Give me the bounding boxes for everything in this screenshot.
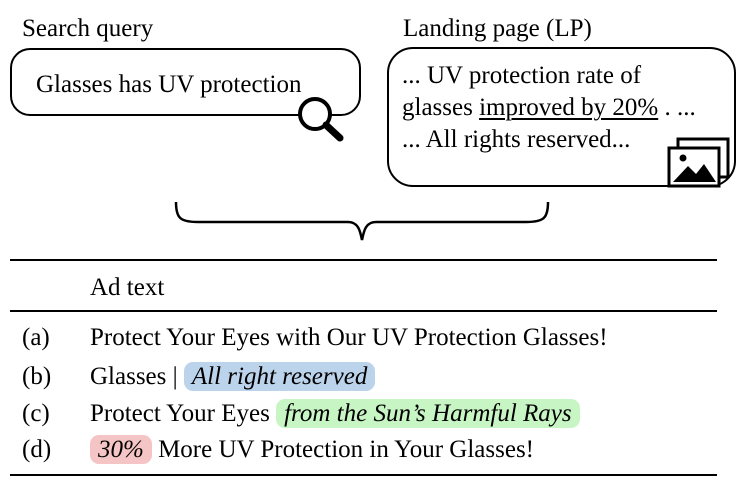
magnifier-icon — [298, 97, 344, 142]
table-header: Ad text — [90, 274, 165, 301]
table-top-rule — [10, 259, 717, 261]
landing-line-2: glasses improved by 20% . ... — [402, 95, 696, 120]
row-ad-text: 30% More UV Protection in Your Glasses! — [90, 435, 534, 464]
landing-page-title: Landing page (LP) — [403, 15, 592, 42]
search-query-title: Search query — [22, 15, 154, 42]
search-query-text: Glasses has UV protection — [36, 71, 302, 98]
merge-brace — [174, 201, 550, 241]
highlight-new-content: from the Sun’s Harmful Rays — [276, 399, 580, 428]
landing-line-3: ... All rights reserved... — [402, 126, 631, 153]
search-query-box — [10, 48, 361, 116]
highlight-wrong-number: 30% — [90, 435, 152, 464]
row-ad-text: Glasses | All right reserved — [90, 362, 376, 391]
landing-line-2-suffix: . ... — [664, 94, 696, 121]
table-bottom-rule — [10, 474, 717, 476]
row-label: (b) — [22, 363, 52, 390]
row-ad-text: Protect Your Eyes from the Sun’s Harmful… — [90, 399, 580, 428]
landing-line-2-prefix: glasses — [402, 94, 480, 121]
landing-underlined-claim: improved by 20% — [479, 94, 659, 121]
image-gallery-icon — [667, 137, 730, 188]
table-header-rule — [10, 310, 717, 312]
landing-line-1: ... UV protection rate of — [402, 62, 642, 89]
row-label: (d) — [22, 436, 52, 463]
row-label: (a) — [22, 324, 50, 351]
row-label: (c) — [22, 400, 50, 427]
highlight-lp-copied: All right reserved — [183, 362, 376, 391]
row-ad-text: Protect Your Eyes with Our UV Protection… — [90, 324, 608, 351]
